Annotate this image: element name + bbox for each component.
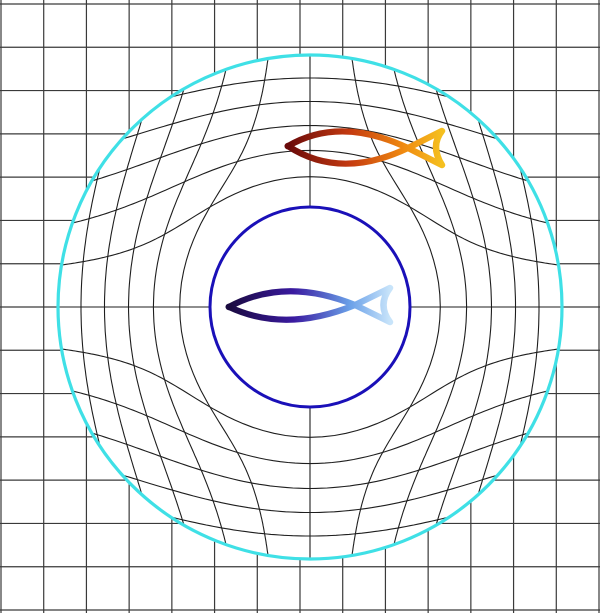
inner-disc [211, 208, 409, 406]
warped-grid-line-horizontal [60, 345, 560, 438]
warped-grid-line-vertical [348, 57, 441, 557]
warped-grid-line-vertical [442, 92, 517, 522]
fish-original-outline [225, 284, 394, 326]
warped-grid-line-horizontal [95, 439, 525, 514]
fish-transformed-outline [284, 127, 446, 169]
outer-circle [56, 53, 564, 561]
fish-original [225, 284, 394, 326]
fish-original-head [225, 303, 233, 311]
warped-grid-line-vertical [384, 65, 468, 549]
warped-grid-line-vertical [415, 77, 493, 537]
fish-transformed [284, 127, 446, 169]
warped-grid-line-horizontal [68, 381, 552, 465]
inner-circle [208, 205, 412, 409]
warped-grid-line-horizontal [80, 412, 540, 490]
fish-transformed-head [284, 142, 292, 150]
